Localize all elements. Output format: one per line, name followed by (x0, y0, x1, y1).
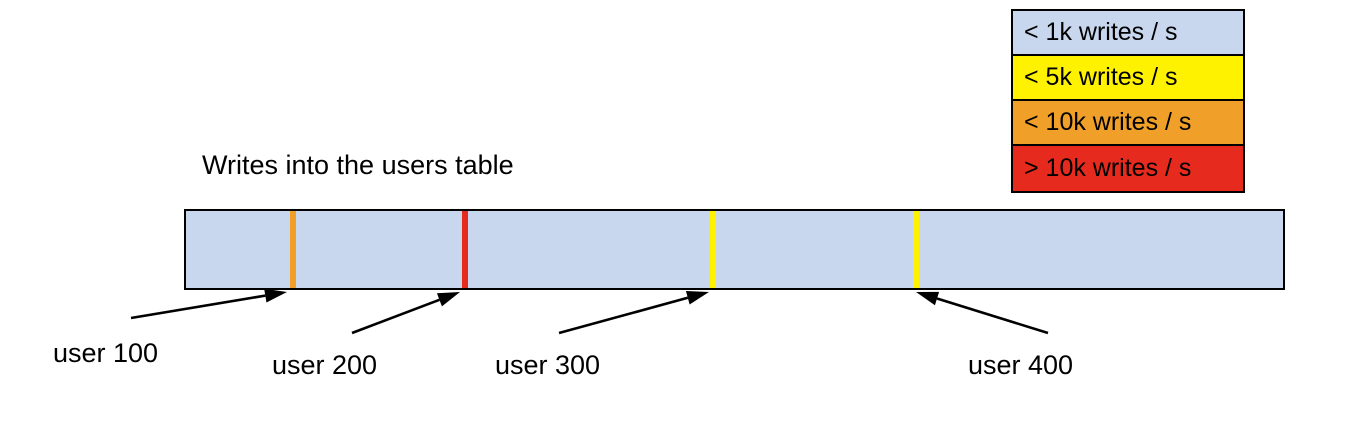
legend-item-gt-10k: > 10k writes / s (1013, 146, 1243, 191)
legend-item-lt-5k: < 5k writes / s (1013, 56, 1243, 101)
legend-item-label: < 1k writes / s (1024, 18, 1178, 46)
users-table-bar (184, 209, 1285, 290)
stripe-user-300 (710, 211, 716, 288)
stripe-user-100 (290, 211, 296, 288)
legend: < 1k writes / s < 5k writes / s < 10k wr… (1011, 9, 1245, 193)
legend-item-label: > 10k writes / s (1024, 154, 1192, 182)
stripe-user-200 (462, 211, 468, 288)
legend-item-lt-1k: < 1k writes / s (1013, 11, 1243, 56)
chart-title: Writes into the users table (202, 150, 514, 180)
legend-item-label: < 10k writes / s (1024, 108, 1192, 136)
callout-label-user-300: user 300 (495, 350, 601, 380)
legend-item-lt-10k: < 10k writes / s (1013, 101, 1243, 146)
legend-item-label: < 5k writes / s (1024, 63, 1178, 91)
callout-label-user-200: user 200 (272, 350, 378, 380)
stripe-user-400 (913, 211, 919, 288)
callout-label-user-400: user 400 (968, 350, 1074, 380)
callout-label-user-100: user 100 (53, 338, 159, 368)
